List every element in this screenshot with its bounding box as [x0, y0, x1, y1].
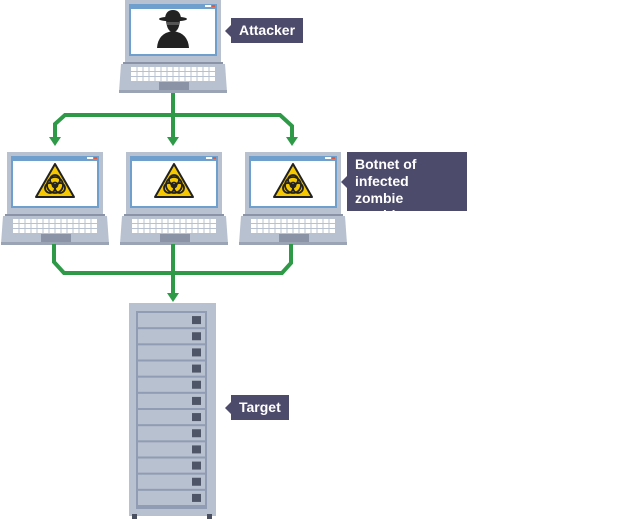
rack-unit-indicator — [192, 396, 201, 405]
rack-unit — [138, 458, 205, 473]
attacker-laptop — [118, 0, 228, 94]
rack-unit — [138, 329, 205, 344]
zombie-laptop-1 — [0, 151, 110, 246]
attacker-to-botnet-connector — [53, 93, 294, 138]
rack-unit-indicator — [192, 445, 201, 454]
rack-unit — [138, 410, 205, 425]
rack-unit-indicator — [192, 429, 201, 438]
zombie-laptop-2 — [119, 151, 229, 246]
target-label: Target — [225, 395, 289, 420]
zombie-laptop-3 — [238, 151, 348, 246]
arrow-down-icon — [49, 137, 61, 146]
rack-unit — [138, 442, 205, 457]
spy-icon — [157, 10, 189, 48]
rack-unit-indicator — [192, 316, 201, 325]
rack-unit-indicator — [192, 364, 201, 373]
rack-unit-indicator — [192, 348, 201, 357]
rack-unit — [138, 377, 205, 392]
rack-unit — [138, 393, 205, 408]
rack-unit — [138, 474, 205, 489]
rack-unit-indicator — [192, 477, 201, 486]
rack-unit — [138, 345, 205, 360]
rack-unit — [138, 313, 205, 328]
botnet-label-line-3: machines — [355, 207, 420, 223]
botnet-label-line-2: infected zombie — [355, 173, 409, 206]
arrow-down-icon — [286, 137, 298, 146]
arrow-down-icon — [167, 137, 179, 146]
rack-unit-indicator — [192, 413, 201, 422]
rack-unit — [138, 490, 205, 505]
attacker-label: Attacker — [224, 18, 304, 43]
rack-unit-indicator — [192, 493, 201, 502]
rack-unit — [138, 426, 205, 441]
arrow-down-icon — [167, 293, 179, 302]
botnet-to-target-connector — [52, 244, 293, 294]
rack-unit — [138, 361, 205, 376]
rack-unit-indicator — [192, 380, 201, 389]
botnet-label-line-1: Botnet of — [355, 156, 417, 172]
rack-unit-indicator — [192, 332, 201, 341]
rack-unit-indicator — [192, 461, 201, 470]
botnet-label: Botnet of infected zombie machines — [341, 152, 467, 223]
target-server-rack — [129, 303, 216, 519]
